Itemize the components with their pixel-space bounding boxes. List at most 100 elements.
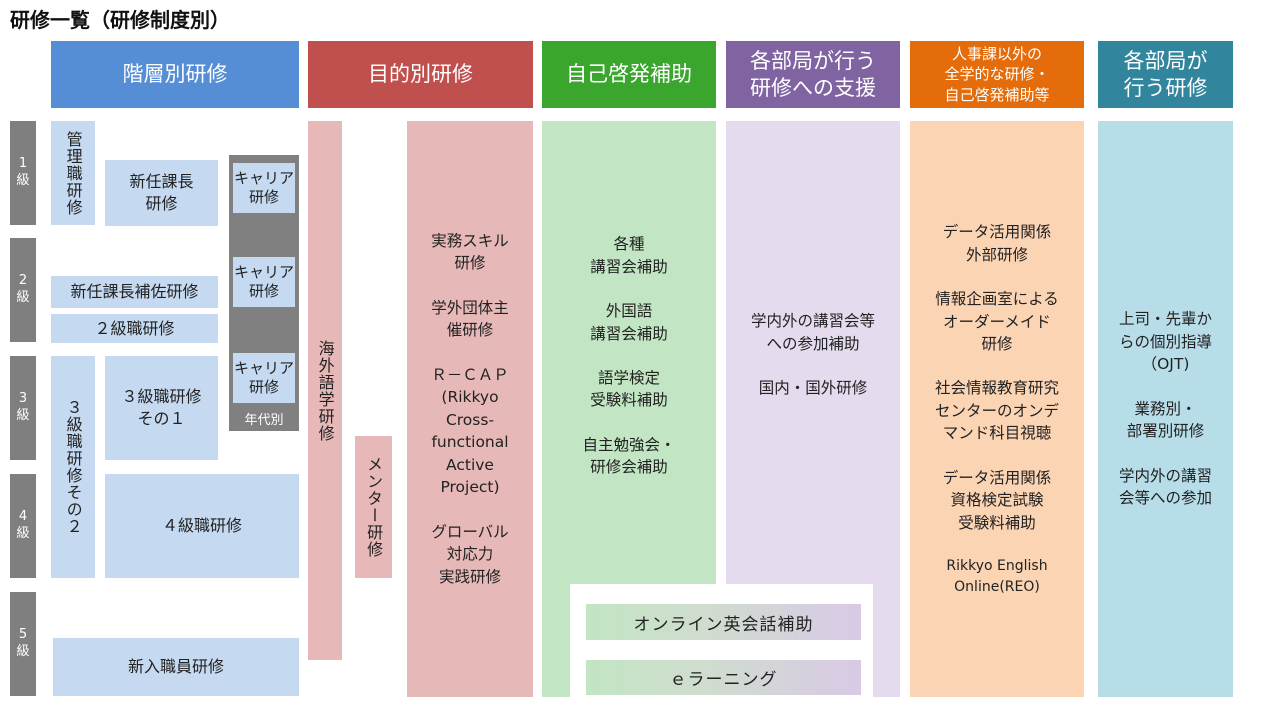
- dept-support-item: 学内外の講習会等: [750, 312, 875, 331]
- level-2-bar: 2 級: [10, 238, 36, 342]
- dept-own-item: 上司・先輩か: [1118, 310, 1212, 329]
- online-english-bar: オンライン英会話補助: [586, 604, 861, 640]
- grade3-part1-training: ３級職研修 その１: [105, 356, 218, 460]
- purpose-item: 対応力: [446, 545, 494, 564]
- header-hr-other-line2: 全学的な研修・: [944, 65, 1050, 84]
- new-manager-training: 新任課長 研修: [105, 160, 218, 226]
- purpose-training-list: 実務スキル 研修 学外団体主 催研修 Ｒ－ＣＡＰ (Rikkyo Cross- …: [407, 121, 533, 697]
- grade4-training-label: ４級職研修: [161, 516, 242, 536]
- management-training-label: 管理職研修: [63, 130, 83, 216]
- purpose-item: 実践研修: [438, 567, 501, 586]
- hr-other-item: Online(REO): [954, 578, 1040, 595]
- management-training: 管理職研修: [51, 121, 95, 225]
- level-5-bar: 5 級: [10, 592, 36, 696]
- grade3-part2-training: ３級職研修その２: [51, 356, 95, 578]
- level-4-bar: 4 級: [10, 474, 36, 578]
- dept-own-item: 会等への参加: [1118, 489, 1212, 508]
- mentor-training: メンター研修: [355, 436, 392, 578]
- new-assistant-manager-training-label: 新任課長補佐研修: [70, 282, 199, 302]
- self-dev-item: 語学検定: [597, 369, 660, 387]
- level-4-label: 級: [16, 526, 30, 541]
- grade3-part2-training-label: ３級職研修その２: [63, 399, 83, 535]
- level-1-number: 1: [18, 156, 28, 172]
- hr-other-item: 外部研修: [965, 245, 1028, 264]
- elearning-bar: ｅラーニング: [586, 660, 861, 695]
- dept-support-item: 国内・国外研修: [758, 379, 868, 398]
- dept-own-item: らの個別指導: [1118, 332, 1212, 351]
- self-dev-item: 講習会補助: [590, 324, 668, 343]
- dept-own-item: 部署別研修: [1126, 422, 1205, 441]
- online-english-label: オンライン英会話補助: [633, 614, 814, 635]
- age-group-label: 年代別: [244, 412, 284, 428]
- purpose-item: 実務スキル: [431, 231, 509, 250]
- purpose-item: 催研修: [446, 321, 494, 340]
- hr-other-item: Rikkyo English: [946, 558, 1048, 575]
- grade2-training-label: ２級職研修: [94, 318, 175, 338]
- career-training-3-line2: 研修: [248, 378, 279, 396]
- hr-other-item: 情報企画室による: [935, 290, 1059, 309]
- hr-other-item: オーダーメイド: [943, 312, 1051, 331]
- career-training-2-line1: キャリア: [233, 262, 294, 281]
- purpose-item: グローバル: [431, 522, 509, 541]
- career-training-2-line2: 研修: [248, 282, 279, 300]
- self-dev-item: 外国語: [605, 302, 653, 321]
- hr-other-item: 資格検定試験: [950, 491, 1044, 510]
- hr-other-item: 受験料補助: [958, 513, 1036, 532]
- self-dev-item: 研修会補助: [590, 458, 668, 477]
- self-dev-item: 各種: [613, 235, 645, 254]
- purpose-item: Project): [440, 478, 500, 497]
- newcomer-training-label: 新入職員研修: [127, 657, 224, 677]
- overseas-language-training-label: 海外語学研修: [315, 339, 335, 442]
- level-2-number: 2: [18, 273, 28, 289]
- purpose-item: (Rikkyo: [441, 388, 499, 407]
- hr-other-list: データ活用関係 外部研修 情報企画室による オーダーメイド 研修 社会情報教育研…: [910, 121, 1084, 697]
- dept-own-item: 業務別・: [1134, 399, 1197, 418]
- hr-other-item: データ活用関係: [942, 468, 1052, 487]
- dept-support-item: への参加補助: [766, 334, 860, 353]
- hr-other-item: データ活用関係: [942, 223, 1052, 242]
- self-dev-item: 講習会補助: [590, 257, 668, 276]
- hr-other-item: 社会情報教育研究: [934, 379, 1059, 398]
- career-training-1-line1: キャリア: [233, 168, 294, 187]
- self-dev-list: 各種 講習会補助 外国語 講習会補助 語学検定 受験料補助 自主勉強会・ 研修会…: [542, 222, 716, 490]
- hr-other-item: マンド科目視聴: [942, 424, 1052, 443]
- level-5-number: 5: [18, 627, 28, 643]
- career-training-2: キャリア 研修: [233, 257, 295, 307]
- dept-support-list: 学内外の講習会等 への参加補助 国内・国外研修: [726, 300, 900, 410]
- purpose-item: 研修: [454, 254, 486, 273]
- new-manager-training-line2: 研修: [145, 194, 178, 213]
- header-self-dev-label: 自己啓発補助: [566, 62, 692, 87]
- career-training-3-line1: キャリア: [233, 358, 294, 377]
- header-self-dev: 自己啓発補助: [542, 41, 716, 108]
- level-3-number: 3: [18, 391, 28, 407]
- new-manager-training-line1: 新任課長: [129, 172, 194, 192]
- header-dept-own: 各部局が 行う研修: [1098, 41, 1233, 108]
- dept-own-item: （OJT): [1141, 355, 1190, 374]
- header-hr-other-line1: 人事課以外の: [951, 45, 1042, 64]
- purpose-item: Active: [446, 455, 494, 474]
- career-training-1: キャリア 研修: [233, 163, 295, 213]
- self-dev-item: 受験料補助: [590, 391, 668, 410]
- header-dept-support-line1: 各部局が行う: [750, 49, 876, 74]
- overseas-language-training: 海外語学研修: [308, 121, 342, 660]
- level-5-label: 級: [16, 644, 30, 659]
- header-dept-support-line2: 研修への支援: [750, 75, 876, 100]
- header-purpose-label: 目的別研修: [368, 62, 473, 87]
- career-training-3: キャリア 研修: [233, 353, 295, 403]
- header-dept-support: 各部局が行う 研修への支援: [726, 41, 900, 108]
- grade2-training: ２級職研修: [51, 314, 218, 343]
- purpose-item: functional: [431, 433, 509, 452]
- new-assistant-manager-training: 新任課長補佐研修: [51, 276, 218, 308]
- career-training-1-line2: 研修: [248, 188, 279, 206]
- purpose-item: Ｒ－ＣＡＰ: [431, 365, 509, 384]
- dept-own-list: 上司・先輩か らの個別指導 （OJT) 業務別・ 部署別研修 学内外の講習 会等…: [1098, 121, 1233, 697]
- header-hr-other: 人事課以外の 全学的な研修・ 自己啓発補助等: [910, 41, 1084, 108]
- header-hierarchical-label: 階層別研修: [122, 62, 228, 87]
- level-1-bar: 1 級: [10, 121, 36, 225]
- grade4-training: ４級職研修: [105, 474, 299, 578]
- level-1-label: 級: [16, 173, 30, 188]
- level-3-bar: 3 級: [10, 356, 36, 460]
- hr-other-item: 研修: [981, 335, 1013, 353]
- elearning-label: ｅラーニング: [669, 670, 778, 690]
- self-dev-item: 自主勉強会・: [582, 435, 676, 454]
